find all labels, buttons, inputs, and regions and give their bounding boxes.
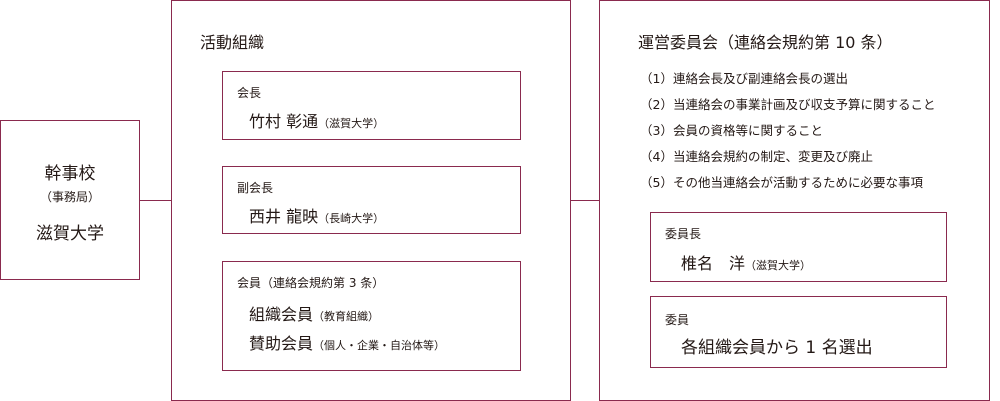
kanji-school-box: 幹事校 （事務局） 滋賀大学 — [0, 120, 140, 280]
committee-members-role: 委員 — [665, 313, 690, 327]
committee-chair-box: 委員長 椎名 洋（滋賀大学） — [650, 212, 947, 282]
vice-president-box: 副会長 西井 龍映（長崎大学） — [222, 166, 521, 234]
president-box: 会長 竹村 彰通（滋賀大学） — [222, 71, 521, 140]
committee-members-box: 委員 各組織会員から 1 名選出 — [650, 296, 947, 368]
activity-organization-title: 活動組織 — [200, 33, 265, 52]
supporting-members: 賛助会員 — [249, 334, 314, 353]
vice-president-affiliation: （長崎大学） — [318, 212, 385, 225]
steering-committee-title: 運営委員会（連絡会規約第 10 条） — [638, 33, 893, 52]
committee-members-text: 各組織会員から 1 名選出 — [681, 338, 873, 358]
president-name-line: 竹村 彰通（滋賀大学） — [249, 108, 384, 132]
committee-chair-affiliation: （滋賀大学） — [745, 259, 812, 272]
organization-members-note: （教育組織） — [313, 310, 380, 323]
president-role: 会長 — [237, 86, 262, 100]
committee-duty-item: （4）当連絡会規約の制定、変更及び廃止 — [640, 149, 873, 164]
organization-members-line: 組織会員（教育組織） — [249, 301, 379, 325]
president-affiliation: （滋賀大学） — [318, 117, 385, 130]
vice-president-name: 西井 龍映 — [249, 207, 319, 226]
kanji-school-university: 滋賀大学 — [36, 224, 104, 244]
committee-duty-item: （1）連絡会長及び副連絡会長の選出 — [640, 71, 848, 86]
kanji-school-title: 幹事校 — [44, 164, 96, 184]
members-role: 会員 — [237, 276, 262, 290]
supporting-members-note: （個人・企業・自治体等） — [313, 339, 446, 352]
president-name: 竹村 彰通 — [249, 112, 319, 131]
kanji-school-subtitle: （事務局） — [39, 190, 100, 204]
connector-kanji-katsudo — [140, 200, 171, 201]
vice-president-name-line: 西井 龍映（長崎大学） — [249, 203, 384, 227]
organization-members: 組織会員 — [249, 305, 314, 324]
members-role-note: （連絡会規約第 3 条） — [261, 276, 385, 290]
committee-duty-item: （3）会員の資格等に関すること — [640, 123, 823, 138]
supporting-members-line: 賛助会員（個人・企業・自治体等） — [249, 330, 445, 354]
committee-chair-name: 椎名 洋 — [681, 254, 746, 273]
committee-duty-item: （5）その他当連絡会が活動するために必要な事項 — [640, 175, 923, 190]
committee-chair-role: 委員長 — [665, 227, 702, 241]
members-box: 会員（連絡会規約第 3 条） 組織会員（教育組織） 賛助会員（個人・企業・自治体… — [222, 261, 521, 371]
vice-president-role: 副会長 — [237, 181, 274, 195]
committee-duty-item: （2）当連絡会の事業計画及び収支予算に関すること — [640, 97, 936, 112]
committee-chair-name-line: 椎名 洋（滋賀大学） — [681, 250, 811, 274]
connector-katsudo-unei — [571, 200, 599, 201]
members-role-line: 会員（連絡会規約第 3 条） — [237, 274, 384, 291]
